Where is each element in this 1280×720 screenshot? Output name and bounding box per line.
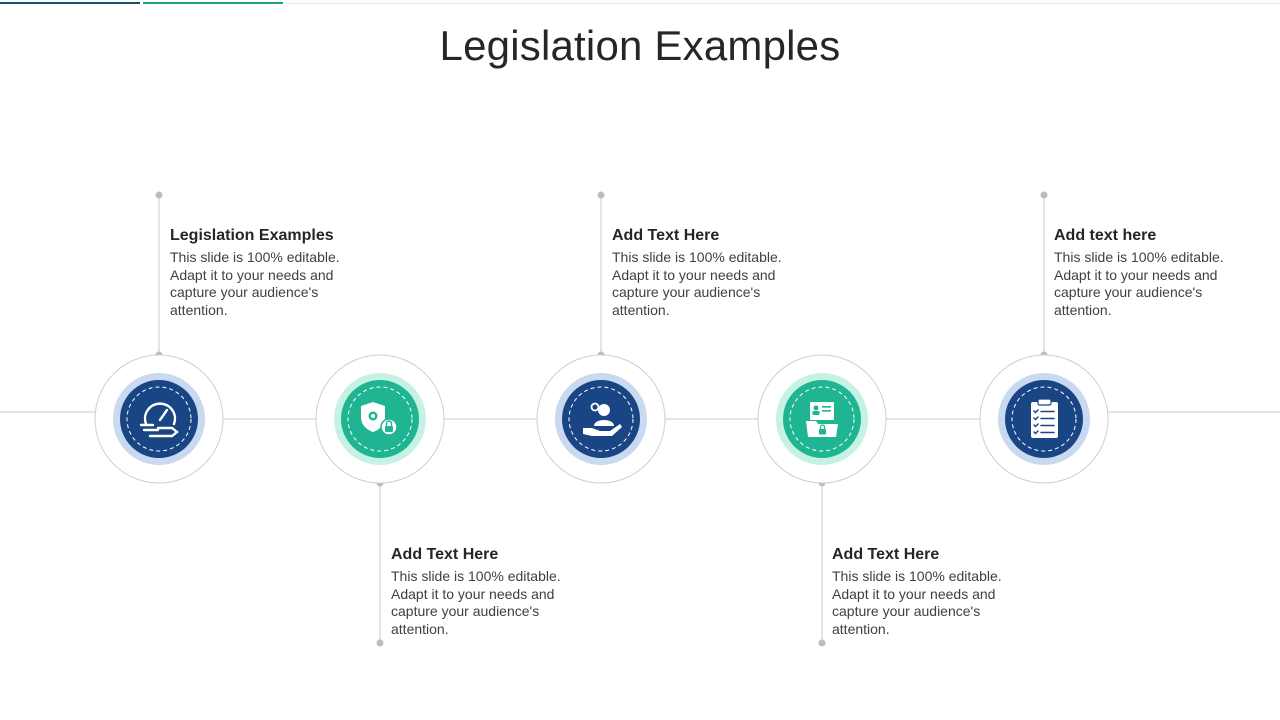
step-5-text: Add text here This slide is 100% editabl… — [1054, 227, 1234, 320]
step-1-text: Legislation Examples This slide is 100% … — [170, 227, 350, 320]
top-accent-gray — [286, 3, 1280, 4]
step-4-text: Add Text Here This slide is 100% editabl… — [832, 546, 1012, 639]
hand-person-icon — [583, 402, 622, 436]
step-3-heading: Add Text Here — [612, 227, 720, 244]
step-4-body: This slide is 100% editable. Adapt it to… — [832, 568, 1002, 638]
step-1-dashed-ring — [126, 386, 192, 452]
step-2-heading: Add Text Here — [391, 546, 499, 563]
step-2-body: This slide is 100% editable. Adapt it to… — [391, 568, 561, 638]
step-1-heading: Legislation Examples — [170, 227, 334, 244]
step-3 — [536, 191, 666, 484]
step-2-text: Add Text Here This slide is 100% editabl… — [391, 546, 571, 639]
step-3-badge — [562, 380, 640, 458]
top-accent-bar — [0, 0, 1280, 5]
step-2-dashed-ring — [347, 386, 413, 452]
step-4-heading: Add Text Here — [832, 546, 940, 563]
step-3-dot-top — [597, 191, 605, 199]
step-5-body: This slide is 100% editable. Adapt it to… — [1054, 249, 1224, 319]
shield-gear-lock-icon — [361, 402, 398, 436]
step-1-badge — [120, 380, 198, 458]
top-accent-teal — [143, 2, 283, 4]
step-2 — [315, 354, 445, 647]
step-3-dashed-ring — [568, 386, 634, 452]
step-4-dashed-ring — [789, 386, 855, 452]
step-5-dot-top — [1040, 191, 1048, 199]
page-title: Legislation Examples — [439, 22, 841, 69]
folder-profile-lock-icon — [806, 402, 838, 437]
step-4 — [757, 354, 887, 647]
step-5-heading: Add text here — [1054, 227, 1157, 244]
step-2-dot-bottom — [376, 639, 384, 647]
step-1-body: This slide is 100% editable. Adapt it to… — [170, 249, 340, 319]
step-1 — [94, 191, 224, 484]
step-5-dashed-ring — [1011, 386, 1077, 452]
speedometer-icon — [139, 402, 179, 438]
top-accent-navy — [0, 2, 140, 4]
clipboard-checklist-icon — [1031, 398, 1058, 438]
step-3-body: This slide is 100% editable. Adapt it to… — [612, 249, 782, 319]
step-4-dot-bottom — [818, 639, 826, 647]
step-3-text: Add Text Here This slide is 100% editabl… — [612, 227, 792, 320]
step-5 — [979, 191, 1109, 484]
step-1-dot-top — [155, 191, 163, 199]
